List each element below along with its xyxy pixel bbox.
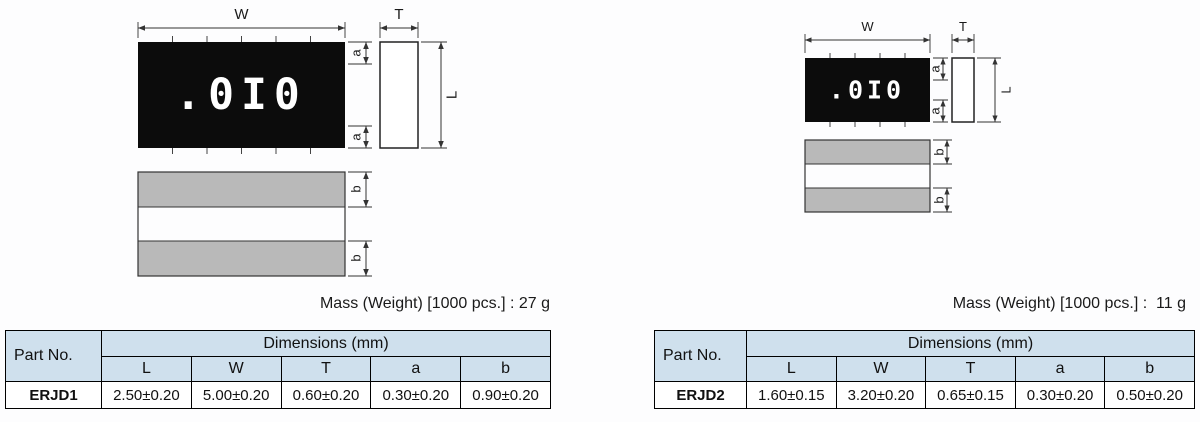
a-dimensions: a a bbox=[348, 41, 372, 149]
b-label-bottom: b bbox=[932, 196, 947, 203]
bottom-view bbox=[804, 139, 931, 213]
mass-weight-text-right: Mass (Weight) [1000 pcs.] : 11 g bbox=[952, 295, 1186, 312]
table-row: ERJD2 1.60±0.15 3.20±0.20 0.65±0.15 0.30… bbox=[654, 381, 1195, 409]
electrode-band-top bbox=[805, 140, 930, 164]
erjd1-dimensions-table: Part No. Dimensions (mm) L W T a b ERJD1… bbox=[5, 330, 551, 409]
col-header-b: b bbox=[460, 356, 551, 382]
resistor-body bbox=[805, 58, 930, 122]
b-label-top: b bbox=[932, 148, 947, 155]
top-view: .0I0 bbox=[805, 53, 930, 127]
top-view: .0I0 bbox=[138, 36, 345, 154]
t-dimension: T bbox=[951, 19, 975, 53]
part-no-header: Part No. bbox=[5, 330, 102, 382]
electrode-band-bottom bbox=[138, 241, 345, 276]
value-a: 0.30±0.20 bbox=[370, 381, 462, 409]
t-label: T bbox=[959, 19, 967, 34]
erjd1-diagram: .0I0 W a a T L bbox=[137, 6, 461, 277]
part-no-cell: ERJD2 bbox=[654, 381, 747, 409]
dimensions-header: Dimensions (mm) bbox=[746, 330, 1195, 357]
value-w: 3.20±0.20 bbox=[835, 381, 927, 409]
electrode-band-top bbox=[138, 172, 345, 207]
a-label-bottom: a bbox=[349, 133, 364, 141]
erjd2-diagram: .0I0 W a a T L bbox=[804, 19, 1014, 213]
w-label: W bbox=[861, 19, 874, 34]
b-dimensions: b b bbox=[932, 139, 952, 213]
electrode-band-bottom bbox=[805, 188, 930, 212]
a-label-top: a bbox=[928, 65, 943, 73]
b-label-bottom: b bbox=[349, 254, 364, 261]
col-header-b: b bbox=[1104, 356, 1195, 382]
w-label: W bbox=[234, 6, 249, 23]
l-dimension: L bbox=[421, 41, 461, 149]
col-header-w: W bbox=[190, 356, 282, 382]
side-view bbox=[951, 57, 975, 123]
value-a: 0.30±0.20 bbox=[1014, 381, 1106, 409]
value-b: 0.90±0.20 bbox=[460, 381, 551, 409]
w-dimension: W bbox=[804, 19, 931, 53]
col-header-t: T bbox=[925, 356, 1016, 382]
col-header-t: T bbox=[280, 356, 372, 382]
l-label: L bbox=[444, 91, 461, 99]
b-dimensions: b b bbox=[348, 171, 372, 277]
value-b: 0.50±0.20 bbox=[1104, 381, 1195, 409]
l-dimension: L bbox=[977, 57, 1014, 123]
b-label-top: b bbox=[349, 185, 364, 192]
value-w: 5.00±0.20 bbox=[190, 381, 282, 409]
electrode-ticks bbox=[829, 53, 906, 127]
dimensions-header: Dimensions (mm) bbox=[101, 330, 551, 357]
col-header-l: L bbox=[101, 356, 192, 382]
t-dimension: T bbox=[379, 6, 419, 38]
mass-weight-text-left: Mass (Weight) [1000 pcs.] : 27 g bbox=[319, 295, 550, 312]
value-l: 2.50±0.20 bbox=[101, 381, 192, 409]
col-header-w: W bbox=[835, 356, 927, 382]
resistance-marking: .0I0 bbox=[829, 76, 905, 105]
col-header-a: a bbox=[1014, 356, 1106, 382]
value-l: 1.60±0.15 bbox=[746, 381, 837, 409]
a-label-bottom: a bbox=[928, 107, 943, 115]
value-t: 0.65±0.15 bbox=[925, 381, 1016, 409]
t-label: T bbox=[394, 6, 403, 23]
value-t: 0.60±0.20 bbox=[280, 381, 372, 409]
resistance-marking: .0I0 bbox=[175, 70, 307, 120]
erjd2-dimensions-table: Part No. Dimensions (mm) L W T a b ERJD2… bbox=[654, 330, 1195, 409]
col-header-a: a bbox=[370, 356, 462, 382]
col-header-l: L bbox=[746, 356, 837, 382]
a-label-top: a bbox=[349, 49, 364, 57]
resistor-body bbox=[138, 42, 345, 148]
electrode-ticks bbox=[172, 36, 311, 154]
bottom-view bbox=[137, 171, 346, 277]
part-no-cell: ERJD1 bbox=[5, 381, 102, 409]
side-view bbox=[379, 41, 419, 149]
part-no-header: Part No. bbox=[654, 330, 747, 382]
w-dimension: W bbox=[137, 6, 346, 38]
table-row: ERJD1 2.50±0.20 5.00±0.20 0.60±0.20 0.30… bbox=[5, 381, 551, 409]
l-label: L bbox=[999, 86, 1014, 93]
a-dimensions: a a bbox=[928, 57, 948, 123]
